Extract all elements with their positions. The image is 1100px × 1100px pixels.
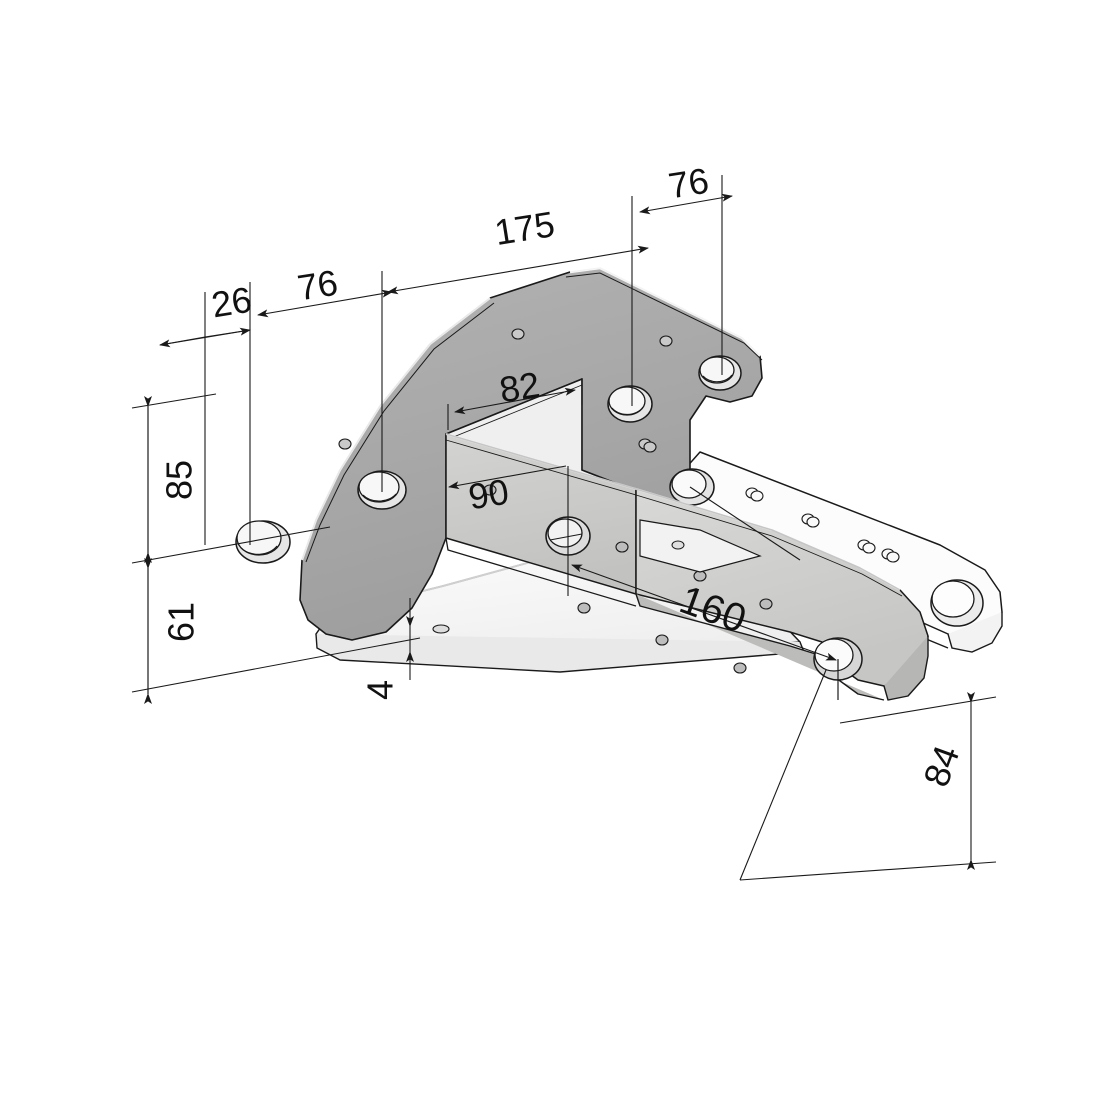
leader-hole-lower-front [689,486,801,561]
chain-seg-26 [204,329,251,338]
dim-text-4: 4 [360,680,401,700]
dimline-160 [571,564,837,661]
chain-tail-left [159,336,206,346]
hole-left-pivot [235,520,291,564]
part-solid-body [235,266,1003,701]
dim-chain-top [159,175,733,545]
dim-text-61: 61 [161,602,202,642]
dim-text-90: 90 [466,471,512,518]
dim-82-group [447,378,583,430]
dim-text-85: 85 [159,460,200,500]
dim-chain-left [131,393,421,704]
dim-text-84: 84 [915,740,967,792]
dimline-175 [387,245,649,295]
dimline-76a [257,289,393,318]
ext-61-bottom [131,637,421,693]
dim-text-76-left: 76 [295,262,341,309]
far-arm-small-holes [745,487,900,563]
dim-text-82: 82 [497,364,543,411]
ext-85-top [131,393,217,409]
dimline-82 [454,387,576,415]
ext-84-bottom [739,861,997,881]
dim-text-26: 26 [209,279,255,326]
ext-84-top [839,696,997,724]
inner-shelf [639,519,762,573]
hole-lower-front-pivot [669,468,715,506]
dim-90-group [448,465,569,596]
dim-text-76-right: 76 [666,160,712,207]
dim-text-175: 175 [492,203,558,253]
ext-85-bottom [131,526,331,564]
dimline-90 [448,465,567,490]
dimline-76b [639,193,733,215]
dimension-annotations [131,175,997,881]
leader-84-from-hole [739,669,827,881]
hole-far-right-pivot [698,355,742,391]
dim-84-group [739,669,997,881]
plate-small-holes [338,328,673,453]
hole-right-upper-pivot [607,385,653,423]
leader-lines [689,486,839,700]
